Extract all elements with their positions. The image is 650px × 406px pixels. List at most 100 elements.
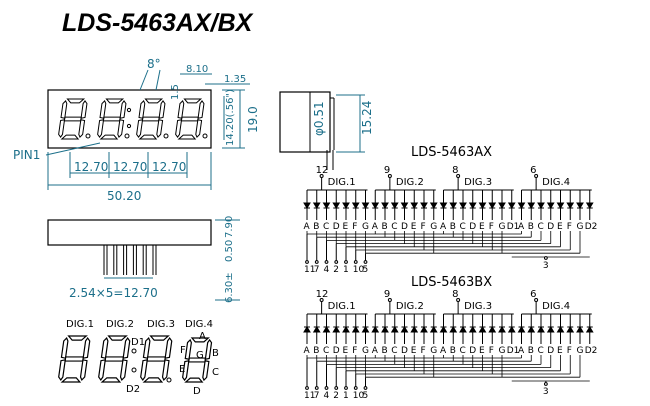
segment-label: E bbox=[479, 222, 485, 232]
segment-label: B bbox=[313, 346, 319, 356]
segment-label: D1 bbox=[507, 222, 520, 232]
segment-label: G bbox=[499, 222, 506, 232]
segment-pin-number: 4 bbox=[324, 391, 330, 401]
segment-label: D bbox=[469, 222, 476, 232]
dim-1-35: 1.35 bbox=[224, 74, 246, 85]
led-diode bbox=[381, 202, 389, 209]
segment-pin-number: 1 bbox=[343, 265, 349, 275]
part-title: LDS-5463AX/BX bbox=[62, 9, 254, 37]
segment-label: A bbox=[372, 346, 379, 356]
led-diode bbox=[351, 202, 360, 209]
digit-label: DIG.4 bbox=[542, 301, 570, 312]
segment-label: G bbox=[577, 222, 584, 232]
segment-pin-number: 5 bbox=[363, 265, 369, 275]
segment-pin-terminal bbox=[334, 260, 339, 264]
common-terminal bbox=[456, 298, 461, 302]
segment-label: B bbox=[382, 222, 388, 232]
overall-width: 50.20 bbox=[107, 189, 141, 203]
led-diode bbox=[429, 202, 438, 209]
pin-diameter: φ0.51 bbox=[312, 101, 326, 136]
depth-dim: 15.24 bbox=[360, 101, 374, 135]
digit-label: DIG.3 bbox=[464, 177, 492, 188]
legend-d2: D2 bbox=[126, 384, 140, 395]
digit-legend: DIG.1 DIG.2 DIG.3 DIG.4 D1 D2 A B C D E … bbox=[58, 319, 219, 397]
common-terminal bbox=[387, 298, 392, 302]
led-diode bbox=[400, 202, 409, 209]
segment-label: F bbox=[352, 222, 357, 232]
digit-label: DIG.1 bbox=[328, 177, 356, 188]
led-diode bbox=[585, 326, 594, 333]
segment-pin-terminal bbox=[305, 260, 309, 264]
segment-pin-terminal bbox=[305, 386, 309, 390]
front-digit-1 bbox=[58, 98, 88, 140]
led-diode bbox=[439, 202, 448, 209]
segment-label: D bbox=[333, 222, 340, 232]
segment-label: D1 bbox=[507, 346, 520, 356]
segment-label: A bbox=[304, 222, 311, 232]
led-diode bbox=[556, 326, 565, 333]
seg-label-e: E bbox=[179, 364, 185, 375]
common-pin-number: 8 bbox=[452, 289, 458, 300]
segment-label: B bbox=[382, 346, 388, 356]
segment-pin-number: 7 bbox=[314, 265, 320, 275]
led-diode bbox=[517, 326, 526, 333]
segment-label: E bbox=[411, 346, 417, 356]
legend-digit-3 bbox=[140, 335, 173, 383]
led-diode bbox=[410, 202, 419, 209]
led-diode bbox=[498, 326, 506, 333]
dim-1-5: 1.5 bbox=[170, 84, 181, 100]
common-pin-number: 12 bbox=[316, 289, 329, 300]
segment-label: D bbox=[401, 346, 408, 356]
schematic-bx-title: LDS-5463BX bbox=[411, 275, 492, 290]
led-diode bbox=[371, 202, 380, 209]
common-terminal bbox=[387, 174, 392, 178]
segment-label: A bbox=[372, 222, 379, 232]
segment-pin-terminal bbox=[363, 260, 368, 264]
common-pin-number: 9 bbox=[384, 289, 390, 300]
lead-dim-6-30: 6.30± bbox=[224, 272, 235, 303]
digit-label: DIG.2 bbox=[396, 301, 424, 312]
segment-pin-terminal bbox=[353, 260, 358, 264]
bottom-view: 2.54×5=12.70 0.50 6.30± 7.90 bbox=[47, 216, 240, 303]
segment-label: F bbox=[421, 222, 426, 232]
front-view: 12.70 12.70 12.70 50.20 19.0 14.20(.56")… bbox=[13, 57, 260, 203]
segment-label: F bbox=[489, 346, 494, 356]
front-dp-1 bbox=[85, 133, 91, 139]
led-diode bbox=[322, 326, 331, 333]
overall-height: 19.0 bbox=[246, 106, 260, 133]
front-dp-3 bbox=[163, 133, 169, 139]
side-body-outline bbox=[279, 91, 331, 153]
led-diode bbox=[410, 326, 419, 333]
front-digit-3 bbox=[136, 98, 166, 140]
segment-label: B bbox=[528, 222, 534, 232]
segment-label: C bbox=[538, 346, 544, 356]
led-diode bbox=[576, 202, 584, 209]
led-diode bbox=[468, 326, 477, 333]
segment-pin-terminal bbox=[334, 386, 339, 390]
led-diode bbox=[303, 326, 311, 333]
led-diode bbox=[566, 326, 575, 333]
pitch-2: 12.70 bbox=[113, 160, 147, 174]
legend-dig2: DIG.2 bbox=[106, 319, 134, 330]
segment-pin-number: 2 bbox=[333, 391, 339, 401]
front-dp-2 bbox=[124, 133, 130, 139]
segment-pin-terminal bbox=[344, 260, 348, 264]
segment-label: D bbox=[547, 222, 554, 232]
led-diode bbox=[468, 202, 477, 209]
segment-label: B bbox=[528, 346, 534, 356]
segment-label: C bbox=[538, 222, 544, 232]
segment-label: D bbox=[333, 346, 340, 356]
dp-pin-terminal bbox=[543, 382, 548, 386]
led-diode bbox=[556, 202, 565, 209]
schematic-ax-title: LDS-5463AX bbox=[411, 145, 492, 160]
seg-label-g: G bbox=[196, 350, 204, 361]
segment-pin-number: 11 bbox=[304, 391, 315, 401]
segment-label: E bbox=[343, 222, 349, 232]
segment-pin-number: 10 bbox=[353, 391, 365, 401]
segment-label: D bbox=[469, 346, 476, 356]
segment-label: E bbox=[479, 346, 485, 356]
